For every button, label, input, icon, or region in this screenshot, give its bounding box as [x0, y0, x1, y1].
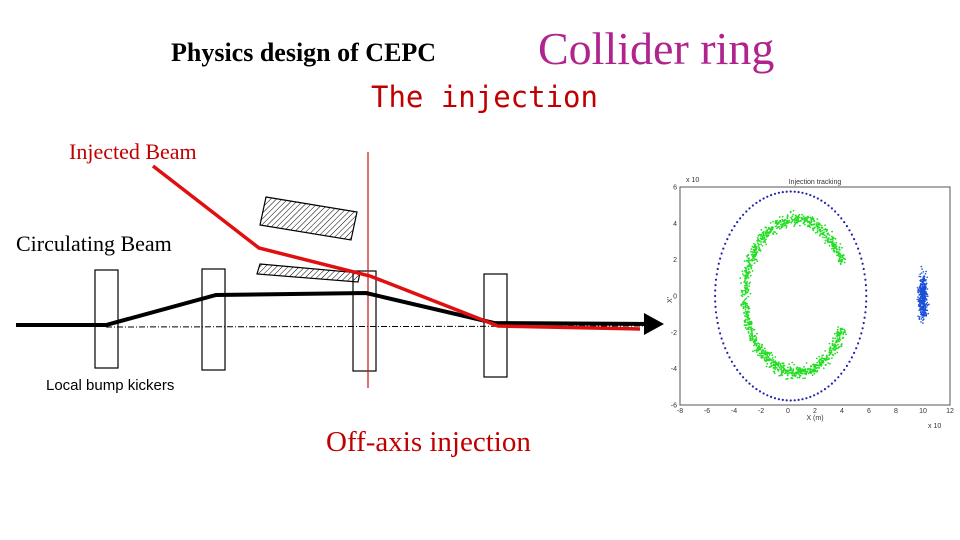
y-tick-label: 0	[673, 294, 677, 301]
kicker-box	[201, 268, 226, 371]
plot-x-exponent: x 10	[928, 423, 941, 430]
septum-blade	[256, 263, 361, 283]
circulating-beam-label: Circulating Beam	[16, 231, 172, 256]
plot-title: Injection tracking	[789, 179, 842, 186]
kicker-box	[94, 269, 119, 369]
y-tick-label: 4	[673, 221, 677, 228]
y-tick-label: -4	[671, 366, 677, 373]
plot-xlabel: X (m)	[806, 415, 823, 422]
beam-axis	[105, 325, 656, 328]
section-title: Collider ring	[538, 23, 775, 74]
slide-subtitle: The injection	[371, 80, 598, 114]
x-tick-label: 6	[867, 408, 871, 415]
x-tick-label: -2	[758, 408, 764, 415]
beam-arrowhead	[644, 313, 664, 335]
particle-ring	[739, 209, 847, 380]
y-tick-label: -6	[671, 403, 677, 410]
x-tick-label: 0	[786, 408, 790, 415]
injected-bunch	[916, 265, 930, 324]
kicker-box	[352, 270, 377, 372]
plot-ylabel: X'	[667, 297, 674, 303]
circulating-beam-path	[16, 290, 656, 327]
x-tick-label: 10	[919, 408, 927, 415]
x-tick-label: 2	[813, 408, 817, 415]
injected-beam-label: Injected Beam	[69, 139, 197, 164]
x-tick-label: 8	[894, 408, 898, 415]
y-tick-label: -2	[671, 330, 677, 337]
plot-y-exponent: x 10	[686, 177, 699, 184]
x-tick-label: 12	[946, 408, 954, 415]
y-tick-label: 2	[673, 257, 677, 264]
page-title: Physics design of CEPC	[171, 38, 437, 67]
x-tick-label: -6	[704, 408, 710, 415]
x-tick-label: -8	[677, 408, 683, 415]
kickers-label: Local bump kickers	[46, 377, 175, 394]
injection-caption: Off-axis injection	[326, 426, 531, 458]
y-tick-label: 6	[673, 185, 677, 192]
aperture-ellipse	[714, 190, 868, 402]
septum-magnet	[259, 196, 358, 241]
injected-beam-path	[151, 164, 641, 331]
x-tick-label: 4	[840, 408, 844, 415]
x-tick-label: -4	[731, 408, 737, 415]
